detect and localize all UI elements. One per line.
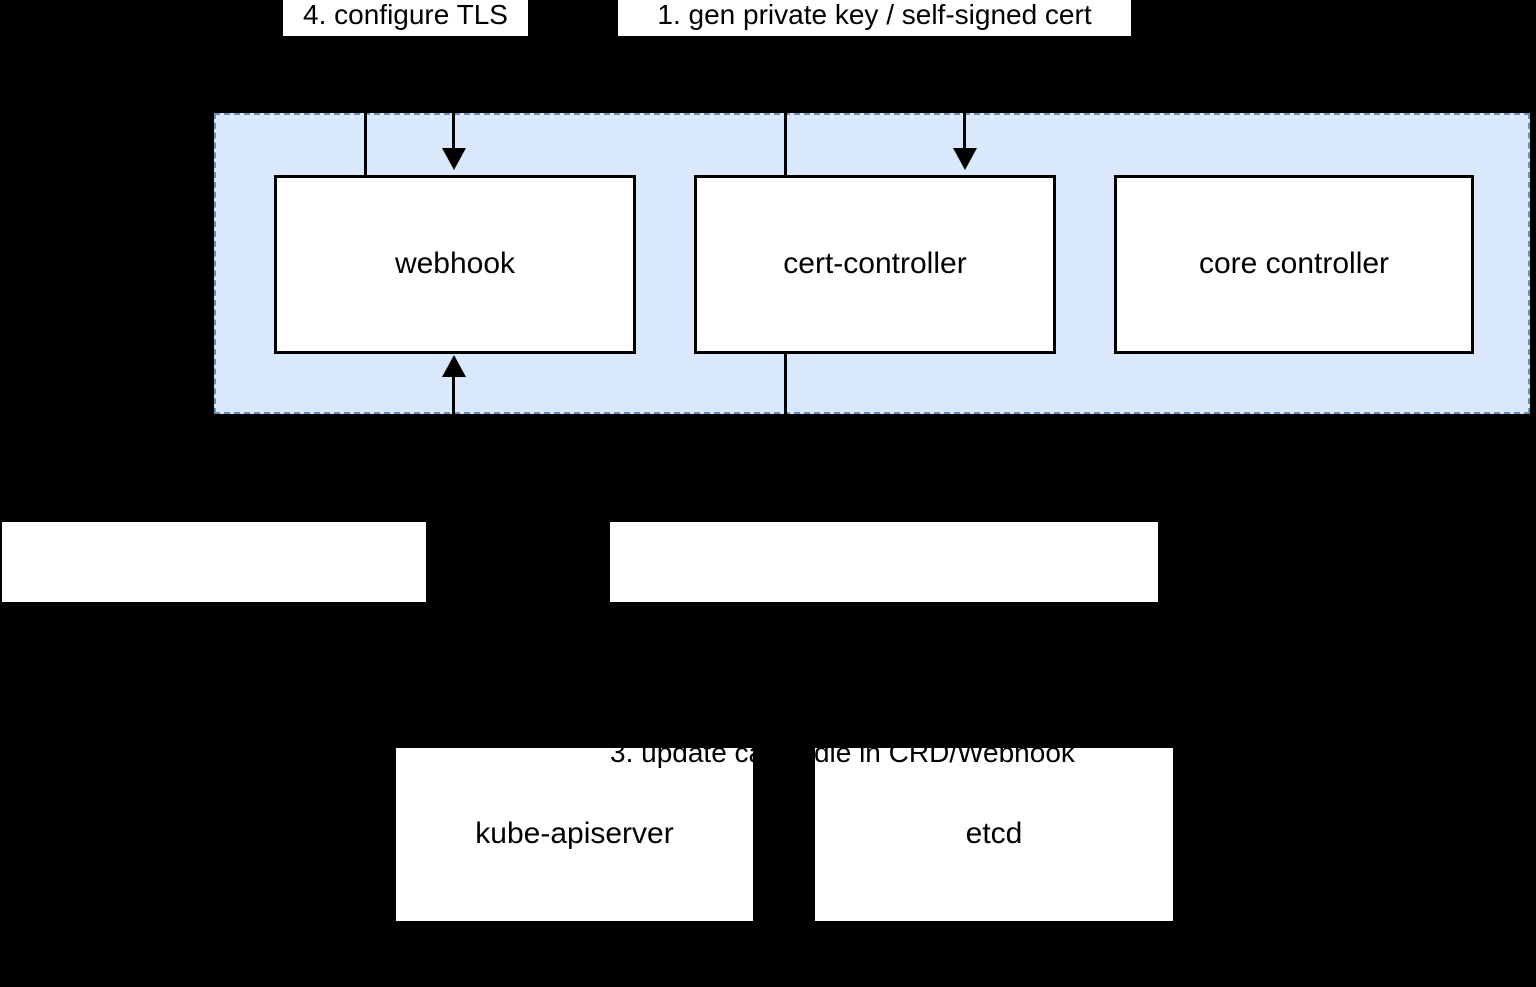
arrow-shaft-into-webhook-bottom bbox=[452, 369, 455, 415]
edge-label-configure-tls: 4. configure TLS bbox=[283, 0, 528, 36]
edge-label-send-conversion-webhook: 5. send conversion/validating webhook bbox=[2, 522, 426, 768]
arrowhead-up-into-webhook-icon bbox=[442, 355, 466, 377]
connector-line-cert-bottom bbox=[784, 352, 787, 415]
edge-label-update-cabundle-line2: 3. update caBundle in CRD/Webhook bbox=[610, 737, 1075, 768]
node-cert-controller[interactable]: cert-controller bbox=[694, 175, 1056, 354]
edge-label-gen-private-key: 1. gen private key / self-signed cert bbox=[618, 0, 1131, 36]
node-kube-apiserver[interactable]: kube-apiserver bbox=[396, 748, 753, 921]
node-webhook[interactable]: webhook bbox=[274, 175, 636, 354]
node-etcd[interactable]: etcd bbox=[815, 748, 1173, 921]
arrow-shaft-into-cert-controller bbox=[963, 113, 966, 159]
node-kube-apiserver-label: kube-apiserver bbox=[475, 817, 674, 851]
node-core-controller-label: core controller bbox=[1198, 247, 1390, 281]
edge-label-send-conversion-line2: webhook bbox=[157, 737, 271, 768]
edge-label-send-conversion-line1: 5. send conversion/validating bbox=[33, 611, 395, 642]
arrowhead-down-into-cert-controller-icon bbox=[953, 148, 977, 170]
node-core-controller[interactable]: core controller bbox=[1114, 175, 1474, 354]
connector-line-configure-tls bbox=[364, 113, 367, 176]
edge-label-write-secret-line1: 2. write TLS secret bbox=[610, 611, 843, 642]
arrow-shaft-into-webhook bbox=[452, 113, 455, 159]
arrowhead-down-into-webhook-icon bbox=[442, 148, 466, 170]
connector-line-cert-top bbox=[784, 113, 787, 176]
node-cert-controller-label: cert-controller bbox=[783, 247, 967, 281]
node-webhook-label: webhook bbox=[394, 247, 516, 281]
edge-label-write-tls-secret: 2. write TLS secret 3. update caBundle i… bbox=[610, 522, 1158, 768]
node-etcd-label: etcd bbox=[965, 817, 1023, 851]
